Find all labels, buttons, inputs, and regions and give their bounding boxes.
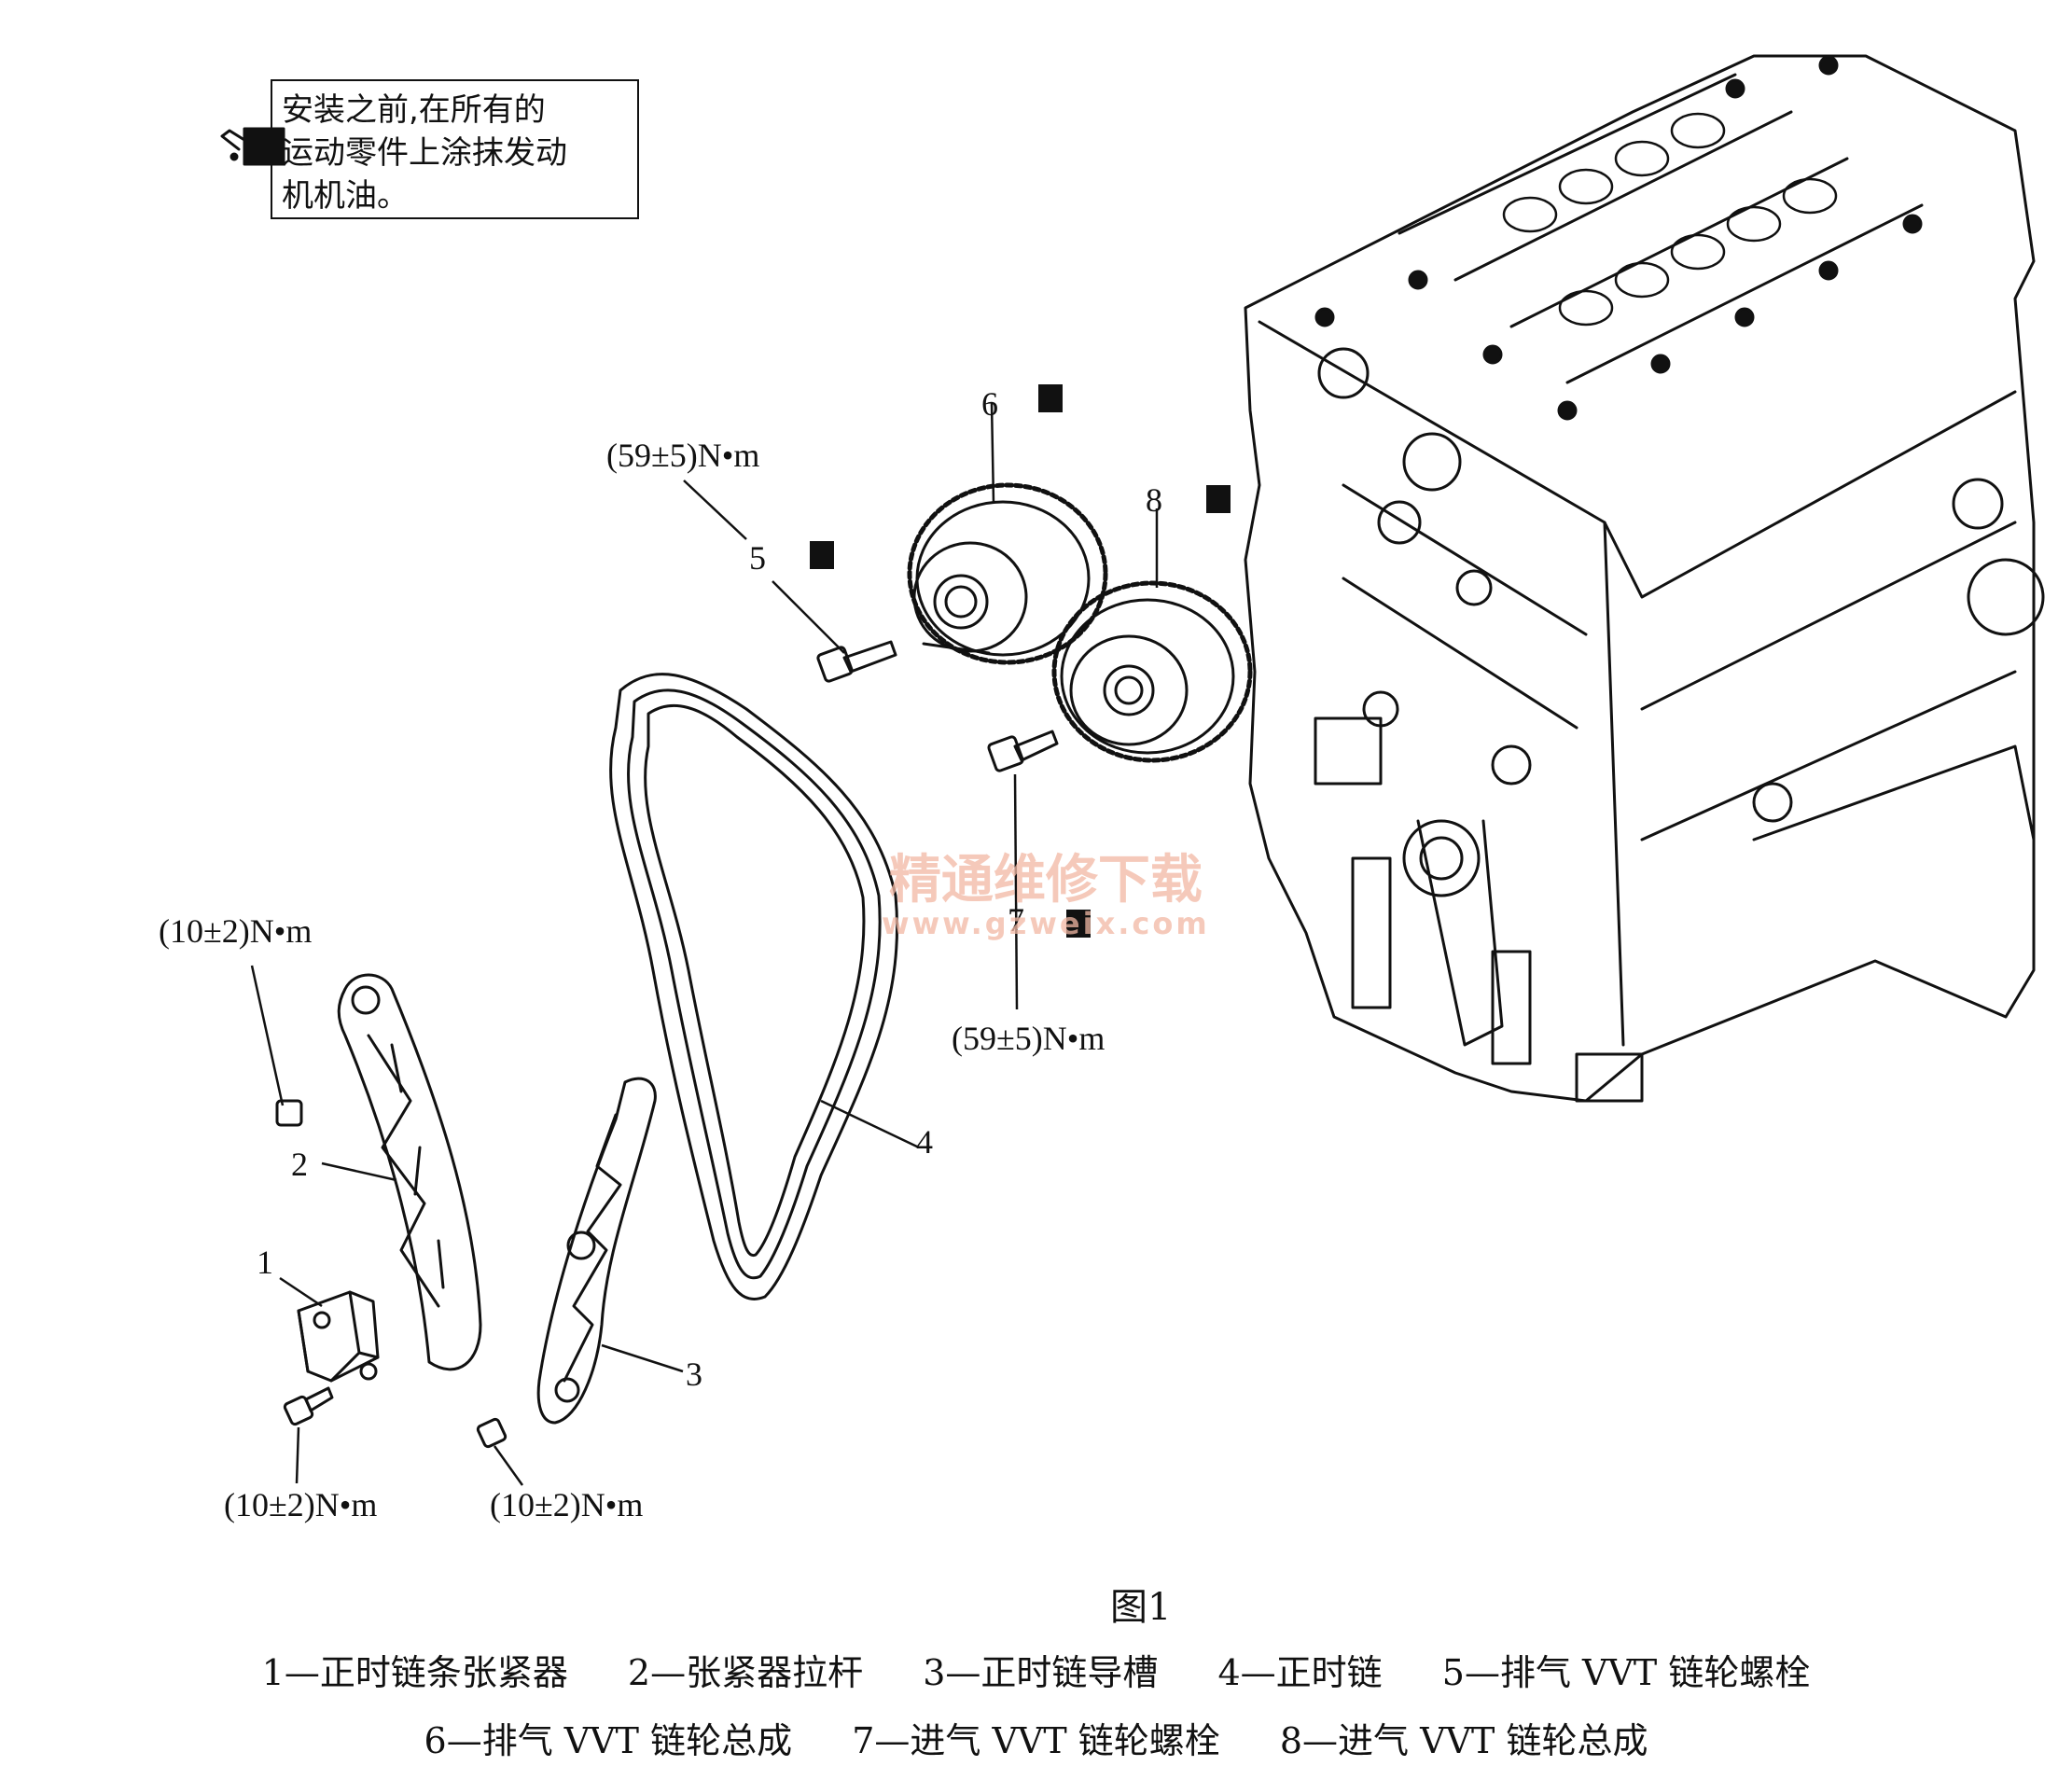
exhaust-vvt-bolt bbox=[816, 640, 897, 683]
callout-5: 5 bbox=[749, 539, 766, 577]
watermark-text: 精通维修下载 bbox=[888, 850, 1203, 911]
callout-3: 3 bbox=[686, 1356, 702, 1393]
legend-item: 6—排气 VVT 链轮总成 bbox=[424, 1720, 793, 1761]
oil-can-icon bbox=[220, 127, 285, 166]
chain-guide bbox=[536, 1077, 657, 1425]
callout-4: 4 bbox=[916, 1123, 933, 1161]
note-line: 安装之前,在所有的 bbox=[282, 91, 546, 129]
guide-nut bbox=[275, 1099, 303, 1127]
torque-label-guide-nut: (10±2)N•m bbox=[159, 912, 313, 950]
chain-guide-bolt bbox=[476, 1417, 508, 1449]
engine-block bbox=[1244, 54, 2045, 1103]
timing-chain bbox=[609, 673, 899, 1300]
torque-label-exhaust-bolt: (59±5)N•m bbox=[606, 437, 760, 474]
exhaust-vvt-sprocket bbox=[907, 482, 1108, 665]
tensioner-arm bbox=[337, 973, 482, 1371]
legend-row-2: 6—排气 VVT 链轮总成 7—进气 VVT 链轮螺栓 8—进气 VVT 链轮总… bbox=[0, 1712, 2072, 1763]
legend-row-1: 1—正时链条张紧器 2—张紧器拉杆 3—正时链导槽 4—正时链 5—排气 VVT… bbox=[0, 1644, 2072, 1695]
note-box: 安装之前,在所有的 运动零件上涂抹发动 机机油。 bbox=[271, 79, 639, 219]
legend-item: 2—张紧器拉杆 bbox=[627, 1652, 864, 1693]
torque-label-intake-bolt: (59±5)N•m bbox=[952, 1020, 1106, 1057]
tensioner-bolt bbox=[283, 1386, 334, 1426]
torque-label-chain-guide-bolt: (10±2)N•m bbox=[490, 1486, 644, 1523]
note-line: 机机油。 bbox=[282, 177, 409, 215]
callout-8: 8 bbox=[1146, 481, 1162, 519]
legend-item: 4—正时链 bbox=[1217, 1652, 1383, 1693]
figure-caption: 图1 bbox=[1110, 1586, 1172, 1629]
torque-label-tensioner-bolt: (10±2)N•m bbox=[224, 1486, 378, 1523]
note-line: 运动零件上涂抹发动 bbox=[282, 134, 567, 172]
callout-2: 2 bbox=[291, 1146, 308, 1183]
callout-7: 7 bbox=[1008, 901, 1024, 939]
legend-item: 5—排气 VVT 链轮螺栓 bbox=[1441, 1652, 1811, 1693]
watermark: 精通维修下载 www.gzweix.com bbox=[882, 850, 1210, 941]
legend-item: 7—进气 VVT 链轮螺栓 bbox=[852, 1720, 1220, 1761]
callout-6: 6 bbox=[981, 385, 998, 423]
legend-item: 8—进气 VVT 链轮总成 bbox=[1279, 1720, 1648, 1761]
legend-item: 1—正时链条张紧器 bbox=[261, 1652, 568, 1693]
callout-1: 1 bbox=[257, 1244, 273, 1281]
legend-item: 3—正时链导槽 bbox=[923, 1652, 1159, 1693]
intake-vvt-sprocket bbox=[1051, 580, 1253, 763]
chain-tensioner bbox=[297, 1290, 380, 1383]
watermark-url: www.gzweix.com bbox=[882, 905, 1210, 941]
intake-vvt-bolt bbox=[987, 730, 1059, 772]
